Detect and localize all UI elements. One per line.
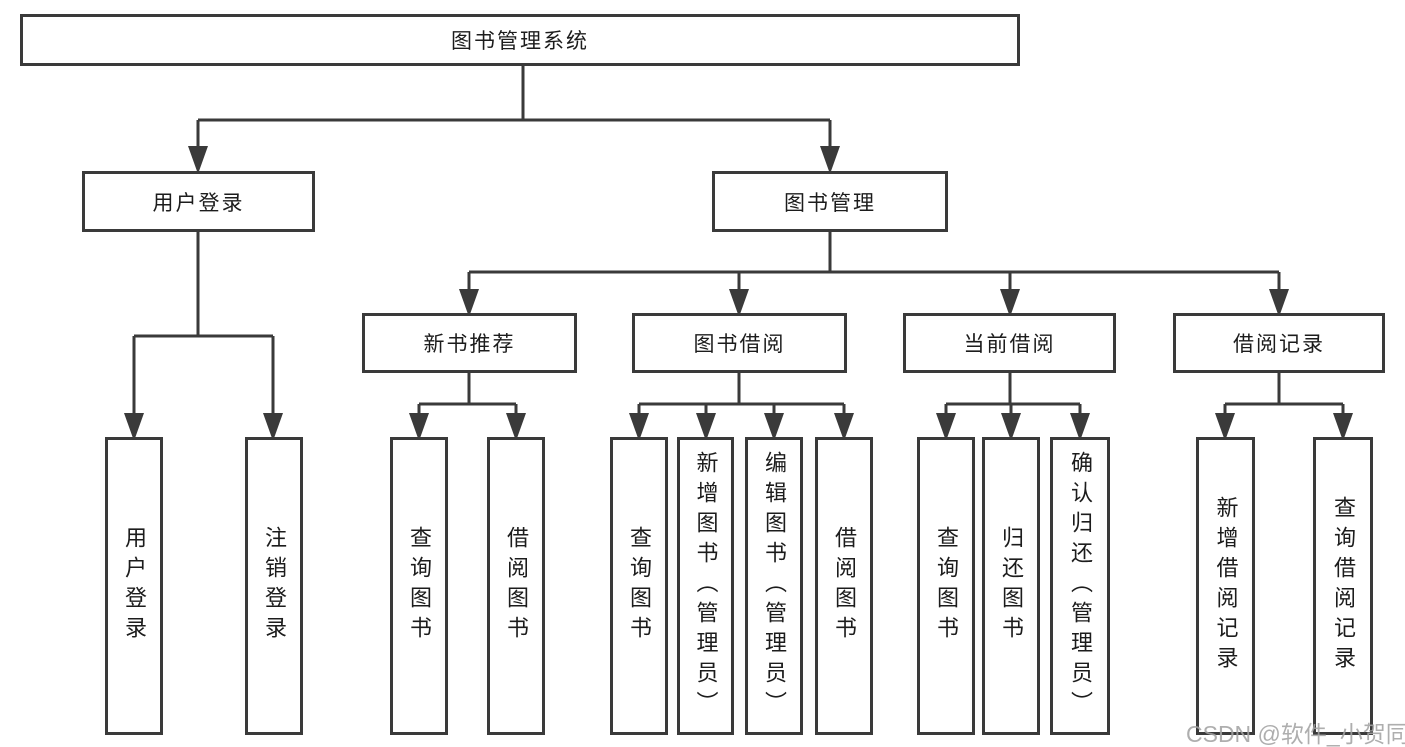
arrowhead <box>1333 413 1353 441</box>
leaf-borrow-books-borrowing: 借阅图书 <box>815 437 873 735</box>
leaf-confirm-return-admin: 确认归还（管理员） <box>1050 437 1110 735</box>
watermark: CSDN @软件_小贺同学 <box>1186 721 1405 747</box>
leaf-query-books-recommend: 查询图书 <box>390 437 448 735</box>
leaf-label: 新增借阅记录 <box>1213 496 1239 676</box>
leaf-add-books-admin: 新增图书（管理员） <box>677 437 734 735</box>
arrowhead <box>124 413 144 441</box>
node-current-borrowing: 当前借阅 <box>903 313 1116 373</box>
leaf-logout-login: 注销登录 <box>245 437 303 735</box>
leaf-label: 查询图书 <box>407 526 432 646</box>
arrowhead <box>506 413 526 441</box>
leaf-label: 注销登录 <box>262 526 287 646</box>
leaf-query-books-current: 查询图书 <box>917 437 975 735</box>
leaf-return-books: 归还图书 <box>982 437 1040 735</box>
connector-user-login <box>132 232 275 416</box>
arrowhead <box>1070 413 1090 441</box>
arrowhead <box>936 413 956 441</box>
arrowhead <box>629 413 649 441</box>
connector-book-management <box>467 232 1281 290</box>
node-new-book-recommend: 新书推荐 <box>362 313 577 373</box>
arrowhead <box>696 413 716 441</box>
leaf-label: 编辑图书（管理员） <box>762 451 787 721</box>
leaf-user-login: 用户登录 <box>105 437 163 735</box>
node-book-borrowing: 图书借阅 <box>632 313 847 373</box>
arrowhead <box>729 289 749 317</box>
leaf-add-borrow-record: 新增借阅记录 <box>1196 437 1255 735</box>
leaf-edit-books-admin: 编辑图书（管理员） <box>745 437 803 735</box>
node-library-system: 图书管理系统 <box>20 14 1020 66</box>
leaf-label: 查询图书 <box>627 526 652 646</box>
arrowhead <box>1269 289 1289 317</box>
connector-book-borrow <box>637 373 846 416</box>
arrowhead <box>1215 413 1235 441</box>
connector-root <box>196 66 832 150</box>
arrowhead <box>1001 413 1021 441</box>
arrowhead <box>820 146 840 174</box>
leaf-query-borrow-record: 查询借阅记录 <box>1313 437 1373 735</box>
leaf-label: 用户登录 <box>122 526 147 646</box>
leaf-label: 确认归还（管理员） <box>1068 451 1093 721</box>
connector-borrow-record <box>1223 373 1345 416</box>
leaf-label: 查询借阅记录 <box>1331 496 1356 676</box>
leaf-label: 新增图书（管理员） <box>693 451 719 721</box>
connector-current-borrow <box>944 373 1082 416</box>
leaf-label: 归还图书 <box>999 526 1024 646</box>
leaf-borrow-books-recommend: 借阅图书 <box>487 437 545 735</box>
connector-new-book <box>417 373 518 416</box>
node-borrowing-records: 借阅记录 <box>1173 313 1385 373</box>
leaf-label: 查询图书 <box>934 526 959 646</box>
leaf-label: 借阅图书 <box>832 526 857 646</box>
arrowhead <box>1000 289 1020 317</box>
arrowhead <box>263 413 283 441</box>
node-user-login: 用户登录 <box>82 171 315 232</box>
arrowhead <box>834 413 854 441</box>
arrowhead <box>188 146 208 174</box>
arrowhead <box>409 413 429 441</box>
leaf-query-books-borrowing: 查询图书 <box>610 437 668 735</box>
arrowhead <box>459 289 479 317</box>
node-book-management: 图书管理 <box>712 171 948 232</box>
arrowhead <box>764 413 784 441</box>
leaf-label: 借阅图书 <box>504 526 529 646</box>
